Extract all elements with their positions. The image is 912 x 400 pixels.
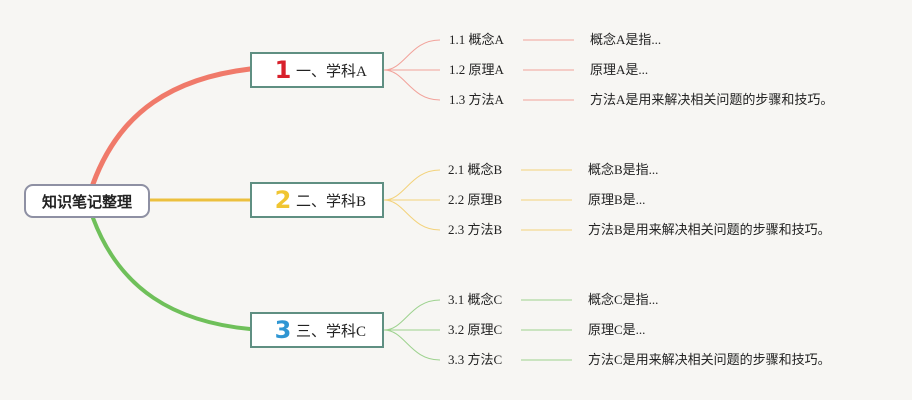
leaf-description-2-2[interactable]: 原理B是... [588, 192, 646, 207]
leaf-description-1-3[interactable]: 方法A是用来解决相关问题的步骤和技巧。 [590, 92, 834, 107]
leaf-description-1-1[interactable]: 概念A是指... [590, 32, 662, 47]
leaf-description-3-2[interactable]: 原理C是... [588, 322, 646, 337]
leaf-description-3-3[interactable]: 方法C是用来解决相关问题的步骤和技巧。 [588, 352, 831, 367]
leaf-node-3-2[interactable]: 3.2 原理C [448, 322, 503, 337]
leaf-description-1-2[interactable]: 原理A是... [590, 62, 649, 77]
root-node[interactable]: 知识笔记整理 [24, 184, 150, 218]
connector-branch-3-leaf-3 [383, 329, 441, 361]
connector-branch-1-leaf-1 [383, 39, 441, 71]
connector-branch-1-leaf-3 [383, 69, 441, 101]
number-2-icon: 2 [274, 186, 292, 214]
leaf-node-2-2[interactable]: 2.2 原理B [448, 192, 503, 207]
root-node-label: 知识笔记整理 [41, 192, 132, 211]
branch-node-2[interactable]: 2 二、学科B [250, 182, 384, 218]
leaf-node-1-2[interactable]: 1.2 原理A [449, 62, 504, 77]
branch-node-label: 三、学科C [296, 323, 367, 340]
number-1-icon: 1 [274, 56, 292, 84]
leaf-node-1-3[interactable]: 1.3 方法A [449, 92, 504, 107]
branch-node-1[interactable]: 1 一、学科A [250, 52, 384, 88]
connector-branch-2-leaf-1 [383, 169, 441, 201]
leaf-description-3-1[interactable]: 概念C是指... [588, 292, 659, 307]
branch-node-label: 二、学科B [296, 193, 367, 210]
connector-branch-3-leaf-1 [383, 299, 441, 331]
connector-root-branch-1 [90, 66, 253, 187]
branch-node-3[interactable]: 3 三、学科C [250, 312, 384, 348]
leaf-node-2-3[interactable]: 2.3 方法B [448, 222, 503, 237]
leaf-description-2-3[interactable]: 方法B是用来解决相关问题的步骤和技巧。 [588, 222, 831, 237]
leaf-node-3-3[interactable]: 3.3 方法C [448, 352, 503, 367]
connector-root-branch-3 [91, 216, 252, 331]
leaf-node-3-1[interactable]: 3.1 概念C [448, 292, 503, 307]
leaf-node-2-1[interactable]: 2.1 概念B [448, 162, 503, 177]
leaf-node-1-1[interactable]: 1.1 概念A [449, 32, 504, 47]
branch-node-label: 一、学科A [296, 63, 367, 80]
leaf-description-2-1[interactable]: 概念B是指... [588, 162, 659, 177]
connector-branch-2-leaf-3 [383, 199, 441, 231]
number-3-icon: 3 [274, 316, 292, 344]
